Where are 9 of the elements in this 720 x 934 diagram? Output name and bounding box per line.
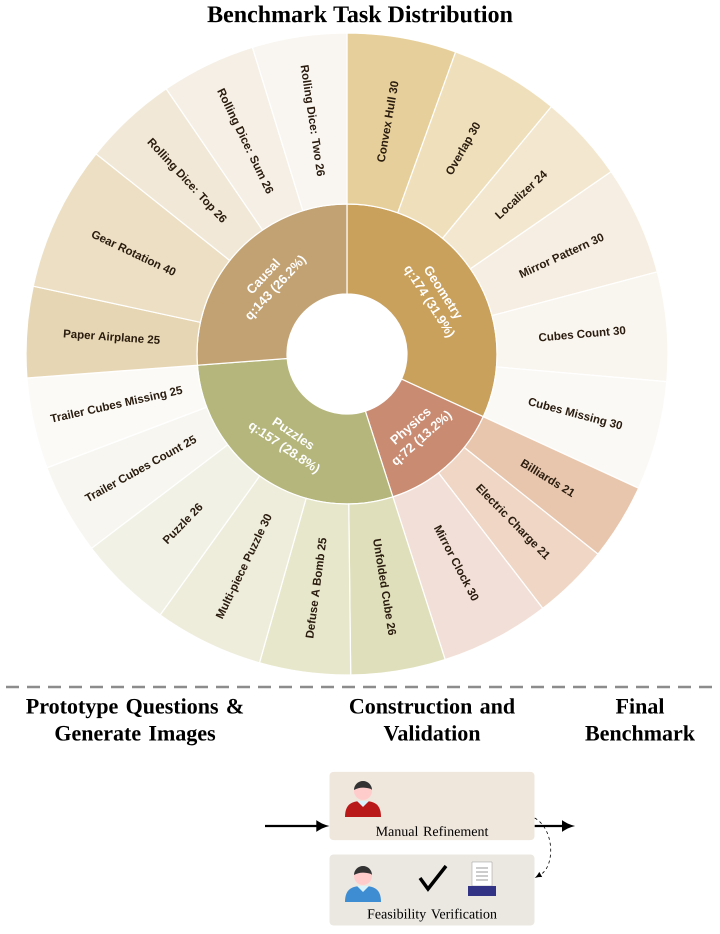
sunburst-sector: Paper Airplane 25 [25, 286, 201, 379]
title: Benchmark Task Distribution [207, 6, 513, 22]
arrow [534, 818, 552, 878]
stage-heading: Construction and Validation [350, 698, 515, 741]
stage-heading: Prototype Questions & Generate Images [26, 698, 244, 746]
stage-heading: Final Benchmark [585, 698, 695, 741]
arrow [534, 821, 572, 831]
arrow [265, 821, 327, 831]
step-box: Manual Refinement [330, 772, 534, 840]
